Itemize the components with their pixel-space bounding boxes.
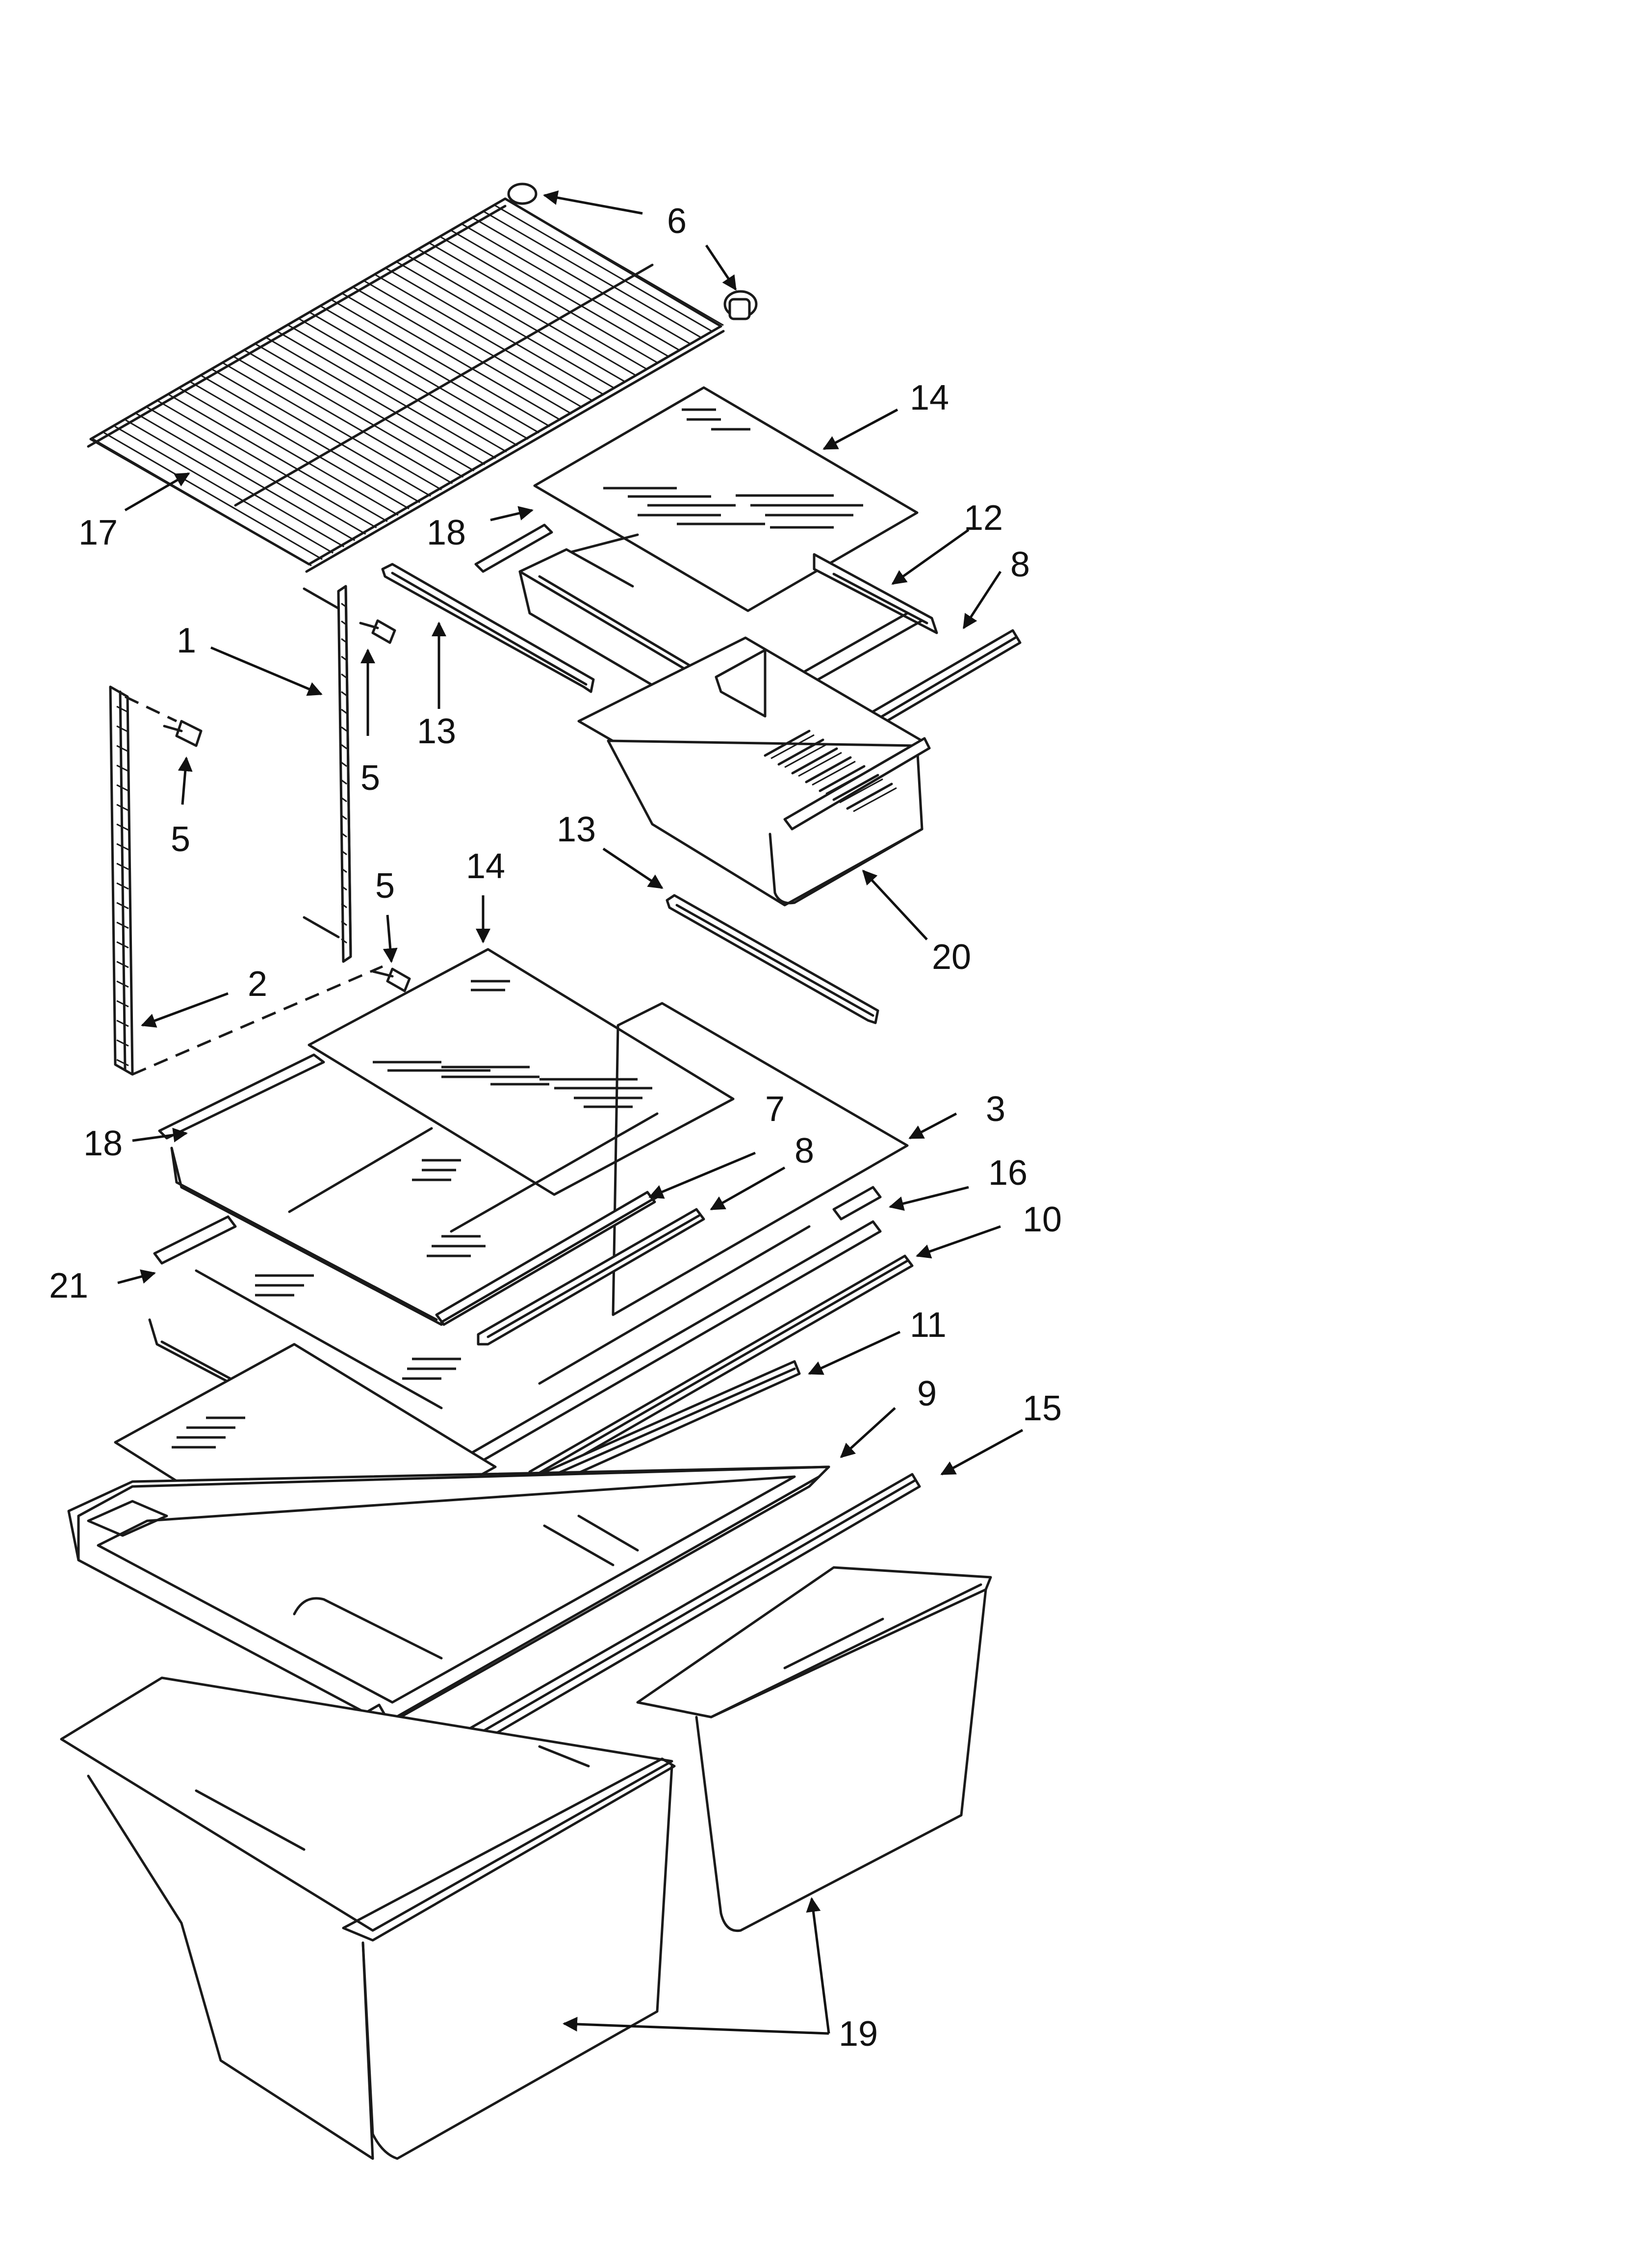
callout-18-lower: 18	[83, 1124, 123, 1163]
callout-6: 6	[667, 202, 687, 241]
callout-16: 16	[988, 1153, 1027, 1193]
leader-lines	[117, 190, 1024, 2035]
trim-strip	[474, 523, 553, 573]
callout-3: 3	[986, 1090, 1005, 1129]
callout-5-lower: 5	[375, 866, 395, 906]
screw	[359, 619, 396, 644]
screw	[371, 967, 411, 992]
shelf-ladder-left	[109, 685, 383, 1076]
drawer-slide	[477, 1208, 705, 1346]
shelf-rail	[381, 563, 595, 693]
callout-5-right: 5	[360, 758, 380, 798]
callout-5-left: 5	[171, 820, 190, 859]
callout-9: 9	[917, 1374, 937, 1413]
shelf-ladder-right	[303, 585, 352, 963]
shelf-rail	[666, 894, 879, 1024]
glass-panel-middle	[308, 948, 735, 1196]
end-cap	[507, 182, 758, 320]
callout-17: 17	[78, 513, 118, 552]
callout-7: 7	[765, 1090, 785, 1129]
callout-13-upper: 13	[417, 712, 456, 751]
callout-2: 2	[248, 965, 267, 1004]
shelf-frame-middle	[158, 1053, 659, 1326]
callout-10: 10	[1023, 1200, 1062, 1239]
rail-16	[832, 1186, 882, 1221]
callout-14-upper: 14	[910, 378, 949, 417]
deli-drawer	[577, 636, 931, 907]
callout-18-upper: 18	[427, 513, 466, 552]
callout-labels: 6 14 17 18 12 8 1 13 5 5 5 13 20 14 2 18…	[49, 202, 1062, 2054]
crisper-drawer-left	[60, 1676, 676, 2160]
wire-shelf	[87, 197, 725, 573]
callout-14-middle: 14	[466, 847, 505, 886]
callout-8-middle: 8	[795, 1131, 814, 1171]
callout-13-lower: 13	[557, 810, 596, 849]
screw	[163, 720, 203, 747]
crisper-cover	[67, 1465, 830, 1731]
glass-panel-large	[612, 1002, 909, 1316]
rail-10	[528, 1254, 914, 1483]
callout-1: 1	[177, 621, 196, 660]
crisper-drawer-right	[636, 1566, 992, 1932]
callout-12: 12	[964, 498, 1003, 538]
glass-panel-upper	[533, 386, 919, 612]
callout-21: 21	[49, 1266, 88, 1305]
callout-8-upper: 8	[1010, 545, 1030, 584]
callout-20: 20	[932, 938, 971, 977]
callout-15: 15	[1023, 1389, 1062, 1428]
callout-19: 19	[839, 2014, 878, 2054]
callout-11: 11	[910, 1305, 947, 1345]
